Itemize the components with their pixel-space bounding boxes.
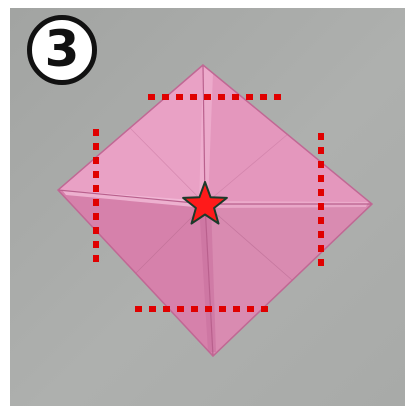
step-number-badge: 3 <box>27 15 97 85</box>
